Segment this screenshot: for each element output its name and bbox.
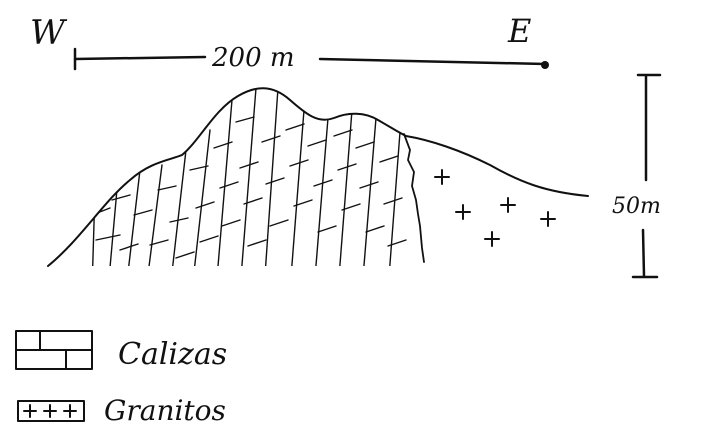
- legend-label-calizas: Calizas: [118, 337, 227, 372]
- east-label: E: [507, 12, 531, 50]
- horizontal-scale-label: 200 m: [211, 43, 295, 73]
- horizontal-scale-bar: [73, 47, 549, 71]
- terrain-profile: [47, 87, 589, 267]
- west-label: W: [30, 13, 68, 53]
- limestone-body: [91, 88, 407, 266]
- vertical-scale-label: 50m: [612, 194, 661, 219]
- legend-label-granitos: Granitos: [104, 394, 226, 427]
- granite-body: [434, 169, 556, 247]
- vertical-scale-bar: [631, 73, 662, 279]
- legend: Calizas Granitos: [15, 330, 227, 427]
- legend-swatch-granitos: [17, 400, 85, 422]
- contact-line: [403, 133, 425, 263]
- legend-swatch-calizas: [15, 330, 93, 370]
